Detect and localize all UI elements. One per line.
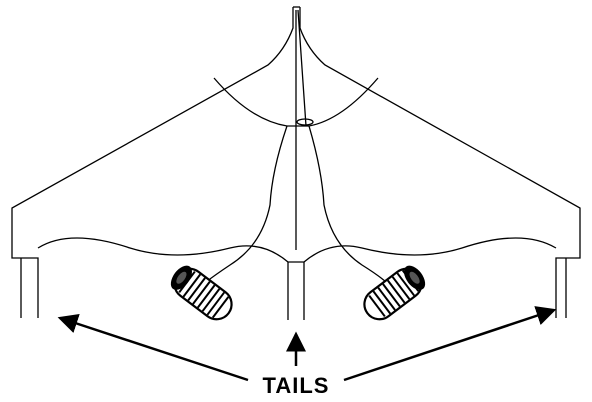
bridle-arc bbox=[213, 77, 379, 127]
kite-outline bbox=[11, 6, 581, 320]
center-tail bbox=[287, 262, 305, 320]
tail-arrows bbox=[57, 306, 557, 382]
arrow-left bbox=[57, 313, 249, 382]
nose-spine bbox=[11, 7, 294, 318]
drogue-right bbox=[363, 265, 426, 321]
tails-label: TAILS bbox=[262, 373, 330, 398]
arrow-right bbox=[343, 306, 557, 382]
drogue-left bbox=[170, 265, 233, 321]
trailing-edge bbox=[37, 237, 557, 263]
